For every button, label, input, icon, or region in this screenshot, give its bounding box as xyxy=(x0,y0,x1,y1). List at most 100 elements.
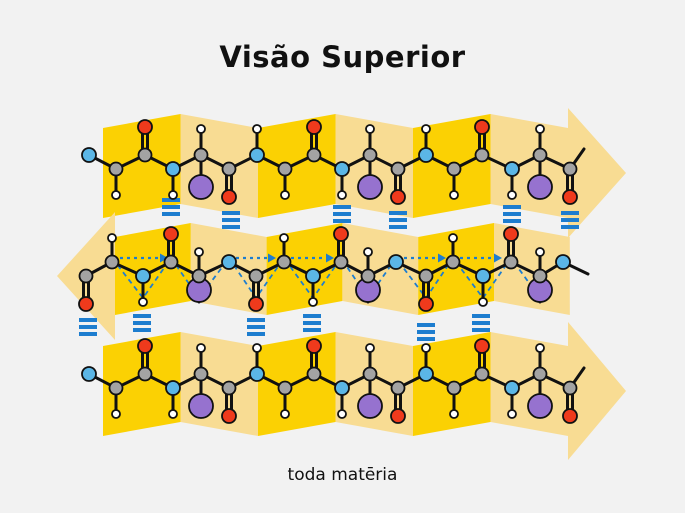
carbon-atom xyxy=(360,268,376,284)
hydrogen-bond-dash xyxy=(222,225,240,229)
hydrogen-atom xyxy=(449,190,459,200)
hydrogen-bond-dash xyxy=(247,325,265,329)
carbon-atom xyxy=(390,161,406,177)
hydrogen-bond-dash xyxy=(503,212,521,216)
hydrogen-bond xyxy=(222,211,240,229)
nitrogen-atom xyxy=(504,380,520,396)
hydrogen-atom xyxy=(111,190,121,200)
hydrogen-atom xyxy=(194,247,204,257)
hydrogen-bond-network xyxy=(111,256,541,300)
hydrogen-atom xyxy=(421,124,431,134)
arrow-head xyxy=(568,322,626,460)
side-chain-atom xyxy=(527,393,553,419)
nitrogen-atom xyxy=(165,161,181,177)
oxygen-atom xyxy=(474,119,490,135)
sheet-panel xyxy=(115,223,191,315)
hydrogen-bond-dash xyxy=(472,314,490,318)
nitrogen-atom xyxy=(475,268,491,284)
hydrogen-bond-dash xyxy=(79,332,97,336)
nitrogen-atom xyxy=(504,161,520,177)
hydrogen-bond-dash xyxy=(162,198,180,202)
carbon-atom xyxy=(108,380,124,396)
hydrogen-bond-dash xyxy=(222,211,240,215)
side-chain-atom xyxy=(188,393,214,419)
hydrogen-atom xyxy=(138,297,148,307)
nitrogen-atom xyxy=(165,380,181,396)
hydrogen-atom xyxy=(535,343,545,353)
side-chain-atom xyxy=(357,393,383,419)
carbon-atom xyxy=(562,380,578,396)
carbon-atom xyxy=(446,161,462,177)
oxygen-atom xyxy=(306,119,322,135)
hydrogen-atom xyxy=(168,190,178,200)
hydrogen-bond-dash xyxy=(333,205,351,209)
oxygen-atom xyxy=(418,296,434,312)
arrow-tip xyxy=(160,253,168,263)
oxygen-atom xyxy=(474,338,490,354)
hydrogen-bond-dash xyxy=(162,212,180,216)
oxygen-atom xyxy=(390,189,406,205)
carbon-atom xyxy=(248,268,264,284)
oxygen-atom xyxy=(562,408,578,424)
nitrogen-atom xyxy=(388,254,404,270)
hydrogen-bond xyxy=(247,318,265,336)
nitrogen-atom xyxy=(81,147,97,163)
hydrogen-bond xyxy=(503,205,521,223)
carbon-atom xyxy=(445,254,461,270)
hydrogen-atom xyxy=(252,124,262,134)
hydrogen-bond xyxy=(333,205,351,223)
arrow-tip xyxy=(438,253,446,263)
oxygen-atom xyxy=(333,226,349,242)
hydrogen-bond-dash xyxy=(417,323,435,327)
arrow-head xyxy=(568,108,626,238)
hydrogen-atom xyxy=(196,343,206,353)
hydrogen-bond-dash xyxy=(389,211,407,215)
carbon-atom xyxy=(108,161,124,177)
hydrogen-atom xyxy=(280,190,290,200)
hydrogen-bond-dash xyxy=(303,314,321,318)
nitrogen-atom xyxy=(555,254,571,270)
carbon-atom xyxy=(163,254,179,270)
hydrogen-atom xyxy=(337,409,347,419)
oxygen-atom xyxy=(248,296,264,312)
hydrogen-bond-dash xyxy=(133,328,151,332)
carbon-atom xyxy=(418,268,434,284)
hydrogen-bond-dash xyxy=(162,205,180,209)
hydrogen-atom xyxy=(507,409,517,419)
nitrogen-atom xyxy=(249,147,265,163)
carbon-atom xyxy=(532,366,548,382)
oxygen-atom xyxy=(221,408,237,424)
hydrogen-bond-dash xyxy=(472,321,490,325)
hydrogen-bond-dash xyxy=(389,218,407,222)
carbon-atom xyxy=(193,147,209,163)
hydrogen-bond xyxy=(389,211,407,229)
hydrogen-atom xyxy=(279,233,289,243)
carbon-atom xyxy=(191,268,207,284)
hydrogen-atom xyxy=(280,409,290,419)
carbon-atom xyxy=(137,147,153,163)
oxygen-atom xyxy=(163,226,179,242)
sheet-panel xyxy=(418,223,494,315)
hydrogen-atom xyxy=(337,190,347,200)
carbon-atom xyxy=(446,380,462,396)
hydrogen-bond-dash xyxy=(79,318,97,322)
hydrogen-atom xyxy=(449,409,459,419)
carbon-atom xyxy=(474,366,490,382)
hydrogen-atom xyxy=(421,343,431,353)
nitrogen-atom xyxy=(418,366,434,382)
nitrogen-atom xyxy=(334,380,350,396)
carbon-atom xyxy=(503,254,519,270)
oxygen-atom xyxy=(306,338,322,354)
sheet-panel xyxy=(103,332,181,436)
carbon-atom xyxy=(277,161,293,177)
carbon-atom xyxy=(306,366,322,382)
hydrogen-bond-dash xyxy=(417,330,435,334)
carbon-atom xyxy=(104,254,120,270)
hydrogen-atom xyxy=(365,343,375,353)
arrow-tip xyxy=(494,253,502,263)
carbon-atom xyxy=(276,254,292,270)
oxygen-atom xyxy=(562,189,578,205)
page-title: Visão Superior xyxy=(219,40,466,74)
carbon-atom xyxy=(193,366,209,382)
sheet-panel xyxy=(266,223,343,315)
